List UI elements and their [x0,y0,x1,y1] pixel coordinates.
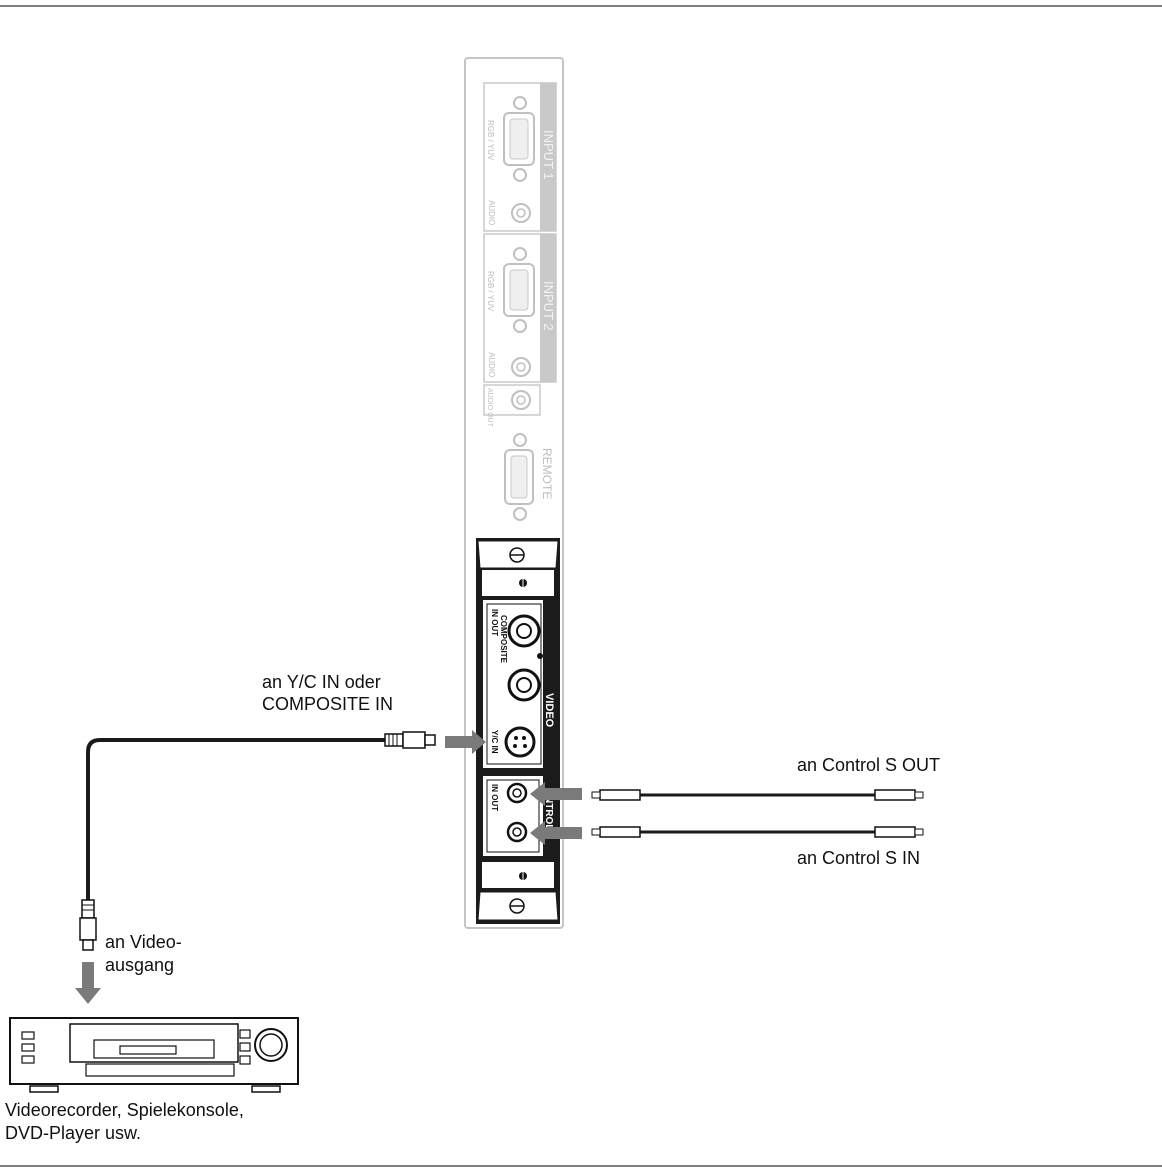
control-in-jack [506,782,528,804]
rgb-connector-2 [503,263,535,317]
rgb-label-2: RGB / YUV [486,271,495,312]
label-device-line1: Videorecorder, Spielekonsole, [5,1100,244,1120]
control-label: NTROL [543,796,554,830]
label-yc-line2: COMPOSITE IN [262,694,393,714]
audio-out-section: AUDIO OUT [483,384,541,428]
label-device-line2: DVD-Player usw. [5,1123,141,1143]
arrows [75,730,582,1004]
arrow-yc-in-icon [445,730,486,754]
audio-label-1: AUDIO [487,200,496,225]
video-device [9,1017,299,1093]
remote-connector [504,449,534,505]
svideo-cable [79,731,436,951]
audio-label-2: AUDIO [487,352,496,377]
control-s-cables [591,789,924,838]
in-out-label-control: IN OUT [490,784,499,811]
video-board: IN OUT COMPOSITE Y/C IN VIDEO IN OUT NTR… [476,538,560,924]
video-label: VIDEO [543,693,555,728]
composite-out-jack [507,668,541,702]
input2-label: INPUT 2 [541,281,556,331]
yc-in-jack [504,726,536,758]
remote-label: REMOTE [540,448,554,499]
label-control-in: an Control S IN [797,848,920,868]
rgb-label-1: RGB / YUV [486,120,495,161]
label-yc-line1: an Y/C IN oder [262,672,381,692]
input1-label: INPUT 1 [541,130,556,180]
label-video-out-line1: an Video- [105,932,182,952]
label-video-out-line2: ausgang [105,955,174,975]
yc-in-label: Y/C IN [490,730,499,754]
audio-out-jack [511,390,531,410]
composite-label: COMPOSITE [499,615,508,664]
control-out-jack [506,821,528,843]
audio-jack-1 [511,203,531,223]
arrow-video-out-icon [75,962,101,1004]
composite-in-jack [507,614,541,648]
in-out-label-video: IN OUT [490,609,499,636]
remote-section: REMOTE [504,433,554,521]
audio-out-label: AUDIO OUT [486,388,493,428]
input1-section: INPUT 1 RGB / YUV AUDIO [483,82,557,232]
rgb-connector-1 [503,112,535,166]
arrow-control-out-icon [530,821,582,845]
input2-section: INPUT 2 RGB / YUV AUDIO [483,233,557,383]
arrow-control-in-icon [530,782,582,806]
audio-jack-2 [511,357,531,377]
label-control-out: an Control S OUT [797,755,940,775]
